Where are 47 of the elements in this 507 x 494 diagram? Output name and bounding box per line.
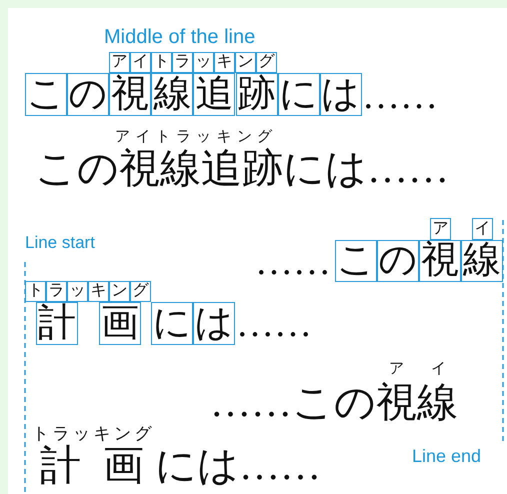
heading-label: Line end xyxy=(412,447,482,465)
sentence-text: この視線追跡には…… xyxy=(35,148,449,189)
ruby-character-cell: ア xyxy=(109,52,130,73)
character-cell: 追 xyxy=(193,73,236,116)
ruby-text: トラッキング xyxy=(32,425,155,442)
character-cell: こ xyxy=(335,240,377,282)
character-cell: 跡 xyxy=(236,73,278,116)
ruby-text: ア xyxy=(389,362,404,377)
character-cell: 線 xyxy=(461,240,503,282)
ruby-character-cell: キ xyxy=(88,281,109,302)
ruby-character-cell: ン xyxy=(235,52,256,73)
ruby-character-cell: キ xyxy=(214,52,235,73)
character-cell: は xyxy=(320,73,362,116)
sentence-text: 画 xyxy=(103,445,144,486)
sentence-text: ……この視線 xyxy=(210,382,458,423)
sentence-text: 計 xyxy=(40,445,81,486)
ruby-character-cell: ン xyxy=(109,281,130,302)
ruby-character-cell: ト xyxy=(25,281,46,302)
ruby-character-cell: ト xyxy=(151,52,172,73)
character-cell: の xyxy=(67,73,110,116)
character-cell: 計 xyxy=(36,302,78,345)
character-cell: に xyxy=(278,73,320,116)
character-cell: に xyxy=(151,302,193,345)
ellipsis-text: …… xyxy=(362,77,438,115)
character-cell: 視 xyxy=(109,73,152,116)
character-cell: 画 xyxy=(99,302,141,345)
ruby-text: イ xyxy=(431,362,446,377)
ruby-character-cell: ッ xyxy=(193,52,214,73)
heading-label: Middle of the line xyxy=(104,27,256,47)
ruby-character-cell: ッ xyxy=(67,281,88,302)
heading-label: Line start xyxy=(25,234,95,251)
ruby-character-cell: イ xyxy=(130,52,151,73)
character-cell: は xyxy=(193,302,235,345)
ellipsis-text: …… xyxy=(255,243,331,281)
ruby-text: アイトラッキング xyxy=(115,130,278,145)
ruby-character-cell: ラ xyxy=(46,281,67,302)
character-cell: の xyxy=(377,240,419,282)
ruby-character-cell: グ xyxy=(256,52,277,73)
character-cell: 線 xyxy=(151,73,194,116)
ruby-character-cell: ラ xyxy=(172,52,193,73)
sentence-text: には…… xyxy=(155,445,321,486)
ruby-character-cell: イ xyxy=(472,218,493,240)
character-cell: 視 xyxy=(419,240,461,282)
character-cell: こ xyxy=(25,73,68,116)
ruby-character-cell: グ xyxy=(130,281,151,302)
ellipsis-text: …… xyxy=(236,305,312,343)
ruby-character-cell: ア xyxy=(430,218,451,240)
